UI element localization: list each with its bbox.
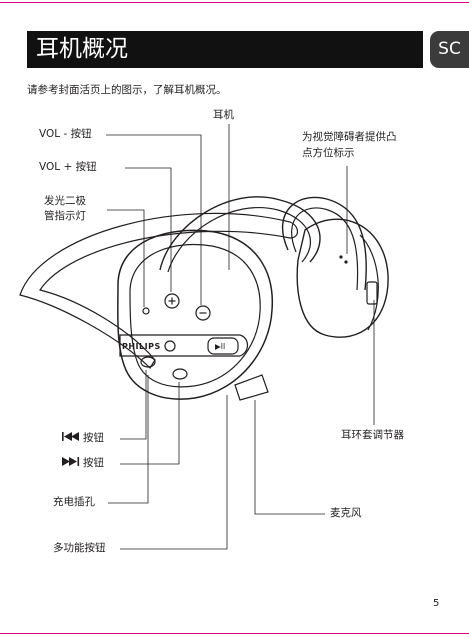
- left-earpiece: [117, 229, 273, 400]
- right-ear-cushion: [296, 218, 389, 338]
- label-led-line2: 管指示灯: [44, 210, 86, 222]
- label-prev: 按钮: [83, 432, 104, 444]
- page-title: 耳机概况: [27, 31, 423, 68]
- bottom-edge-line: [0, 633, 469, 634]
- label-braille-line1: 为视觉障碍者提供凸: [302, 131, 397, 143]
- page-number: 5: [433, 598, 440, 609]
- label-headphone: 耳机: [213, 109, 234, 121]
- device-brand: PHILIPS: [122, 342, 161, 351]
- label-mic: 麦克风: [330, 507, 362, 519]
- microphone-shape: [234, 374, 269, 401]
- vol-plus-button-shape: [164, 293, 180, 309]
- label-vol-plus: VOL + 按钮: [39, 161, 97, 173]
- top-edge-line: [0, 2, 469, 3]
- label-led-line1: 发光二极: [44, 195, 86, 207]
- prev-icon: [62, 432, 79, 441]
- neckband: [159, 196, 321, 271]
- label-braille-line2: 点方位标示: [302, 147, 355, 159]
- next-icon: [62, 457, 80, 466]
- play-pause-shape: [207, 337, 239, 355]
- label-next: 按钮: [83, 457, 104, 469]
- led-shape: [142, 307, 150, 315]
- control-plate: [119, 334, 249, 357]
- language-tab: SC: [430, 31, 469, 68]
- label-vol-minus: VOL - 按钮: [39, 128, 92, 140]
- play-pause-label: ▶II: [215, 342, 226, 351]
- intro-text: 请参考封面活页上的图示，了解耳机概况。: [27, 84, 227, 96]
- ear-hook: [281, 196, 367, 291]
- headband: [19, 212, 299, 369]
- label-ear-cushion: 耳环套调节器: [341, 429, 404, 441]
- label-charge: 充电插孔: [53, 496, 95, 508]
- label-multifunction: 多功能按钮: [53, 542, 106, 554]
- vol-minus-button-shape: [195, 305, 211, 321]
